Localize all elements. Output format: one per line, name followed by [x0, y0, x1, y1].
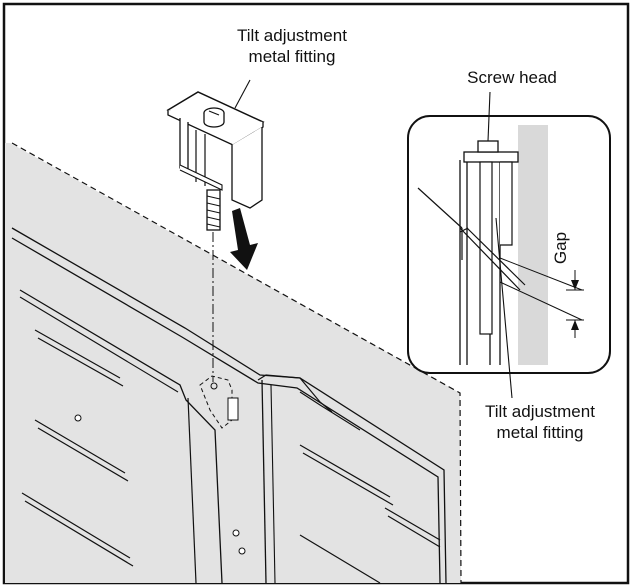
label-tilt-fitting-bottom-line2: metal fitting: [497, 423, 584, 442]
label-screw-head: Screw head: [467, 68, 557, 87]
label-tilt-fitting-top-line2: metal fitting: [249, 47, 336, 66]
inset-detail: [407, 91, 611, 399]
label-gap: Gap: [551, 232, 570, 264]
label-tilt-fitting-top-line1: Tilt adjustment: [237, 26, 347, 45]
down-arrow-icon: [230, 208, 258, 270]
display-panel: [5, 142, 462, 584]
label-tilt-fitting-bottom-line1: Tilt adjustment: [485, 402, 595, 421]
leader-top-fitting: [234, 79, 251, 109]
tilt-fitting-part: [166, 91, 265, 231]
